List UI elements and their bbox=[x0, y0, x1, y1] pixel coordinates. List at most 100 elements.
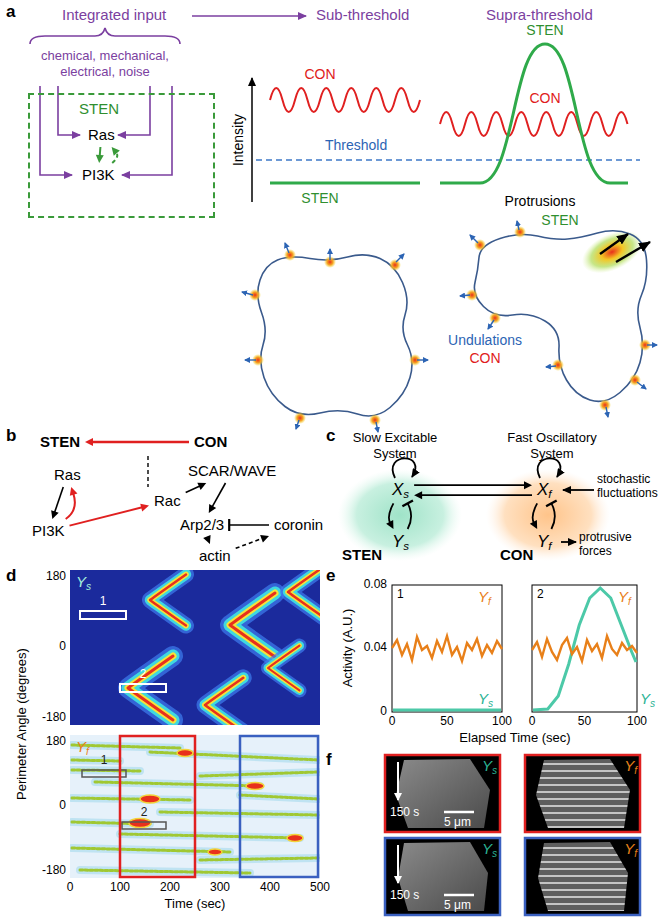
arrow-head bbox=[203, 535, 210, 544]
node-label: Xf bbox=[535, 480, 554, 500]
tick-label: -180 bbox=[42, 711, 66, 725]
text-node: Ys bbox=[390, 532, 411, 552]
tick-label: -180 bbox=[42, 864, 66, 878]
node-label: Ys bbox=[390, 532, 411, 552]
tick-label: 500 bbox=[310, 881, 330, 895]
tick-label: 1 bbox=[101, 754, 108, 768]
connector bbox=[236, 535, 269, 548]
connector-line bbox=[533, 503, 538, 522]
annotation-label: stochastic fluctuations bbox=[597, 472, 663, 501]
connector bbox=[70, 504, 149, 526]
text-node: Arp2/3 bbox=[178, 516, 226, 534]
activity-plots bbox=[392, 585, 637, 712]
annotation-label: Yf bbox=[618, 588, 631, 605]
panel-letter: c bbox=[326, 426, 335, 446]
tick-label: 2 bbox=[537, 588, 544, 602]
arrow-head bbox=[197, 483, 206, 490]
annotation-label: STEN bbox=[342, 546, 382, 563]
connector-line bbox=[551, 503, 554, 529]
node-label: STEN bbox=[77, 100, 121, 118]
node-label: Arp2/3 bbox=[178, 516, 226, 534]
annotation-label: STEN bbox=[301, 190, 338, 206]
node-label: SCAR/WAVE bbox=[186, 462, 278, 480]
subscript: f bbox=[628, 596, 631, 607]
tick-label: 400 bbox=[260, 881, 280, 895]
connector bbox=[66, 487, 78, 519]
arrow-head bbox=[386, 520, 393, 529]
annotation-label: Integrated input bbox=[62, 6, 166, 23]
tick-label: 180 bbox=[46, 570, 66, 584]
panel-letter: f bbox=[326, 750, 332, 770]
arrow-head bbox=[70, 487, 78, 496]
tick-label: 1 bbox=[100, 595, 107, 609]
node-label: STEN bbox=[38, 433, 82, 451]
annotation-label: Yf bbox=[624, 840, 637, 857]
tick-label: 0 bbox=[529, 715, 536, 729]
cell-kymographs bbox=[385, 755, 640, 915]
text-node: SCAR/WAVE bbox=[186, 462, 278, 480]
annotation-label: Ys bbox=[482, 840, 497, 857]
connector bbox=[546, 501, 557, 529]
text-node: Ras bbox=[52, 466, 83, 484]
tick-label: 0 bbox=[389, 715, 396, 729]
text-node: Ras bbox=[86, 126, 117, 144]
tick-label: 0 bbox=[67, 881, 74, 895]
connector-line bbox=[229, 524, 269, 526]
tick-label: 0.08 bbox=[364, 578, 387, 592]
connector-line bbox=[421, 494, 532, 496]
text-node: PI3K bbox=[80, 166, 117, 184]
connector bbox=[229, 519, 269, 531]
tick-label: 50 bbox=[440, 715, 453, 729]
subscript: s bbox=[488, 698, 493, 709]
annotation-label: chemical, mechanical, electrical, noise bbox=[25, 48, 185, 81]
tick-label: 100 bbox=[627, 715, 647, 729]
annotation-label: CON bbox=[500, 546, 533, 563]
connector-line bbox=[70, 507, 143, 525]
annotation-label: Threshold bbox=[325, 137, 387, 153]
inhibition-bar bbox=[402, 501, 413, 507]
tick-label: 50 bbox=[578, 715, 591, 729]
annotation-label: Ys bbox=[482, 757, 497, 774]
subscript: f bbox=[548, 540, 551, 552]
text-node: Xf bbox=[535, 480, 554, 500]
annotation-label: Intensity bbox=[230, 114, 246, 166]
tick-label: 5 μm bbox=[444, 816, 471, 830]
arrow-head bbox=[260, 535, 269, 543]
subscript: f bbox=[488, 596, 491, 607]
connector bbox=[530, 503, 537, 529]
annotation-label: Ys bbox=[640, 690, 655, 707]
connector-line bbox=[389, 503, 394, 522]
arrow-head bbox=[51, 510, 59, 519]
annotation-label: Yf bbox=[478, 588, 491, 605]
subscript: f bbox=[548, 488, 551, 500]
text-node: CON bbox=[192, 433, 229, 451]
subscript: f bbox=[86, 746, 89, 757]
tick-label: 0 bbox=[59, 640, 66, 654]
node-label: coronin bbox=[272, 516, 325, 534]
annotation-label: Slow Excitable System bbox=[340, 430, 450, 461]
connector-line bbox=[66, 494, 75, 519]
tick-label: 100 bbox=[110, 881, 130, 895]
annotation-label: CON bbox=[529, 90, 560, 106]
connector-line bbox=[92, 441, 189, 444]
text-node: STEN bbox=[38, 433, 82, 451]
annotation-label: Supra-threshold bbox=[486, 6, 593, 23]
connector bbox=[203, 535, 210, 544]
annotation-label: Sub-threshold bbox=[316, 6, 409, 23]
arrow-head bbox=[524, 481, 532, 489]
node-label: Yf bbox=[535, 532, 554, 552]
node-label: Rac bbox=[152, 492, 183, 510]
connector-line bbox=[408, 503, 411, 529]
connector-line bbox=[55, 487, 64, 512]
arrow-head bbox=[85, 438, 93, 446]
subscript: s bbox=[403, 540, 409, 552]
tick-label: 0.04 bbox=[364, 641, 387, 655]
panel-letter: b bbox=[6, 426, 16, 446]
text-node: PI3K bbox=[30, 522, 67, 540]
inhibition-bar bbox=[546, 501, 557, 507]
annotation-label: Ys bbox=[478, 690, 493, 707]
tick-label: 0 bbox=[59, 799, 66, 813]
subscript: f bbox=[634, 848, 637, 859]
tick-label: 200 bbox=[160, 881, 180, 895]
arrow-head bbox=[414, 491, 422, 499]
